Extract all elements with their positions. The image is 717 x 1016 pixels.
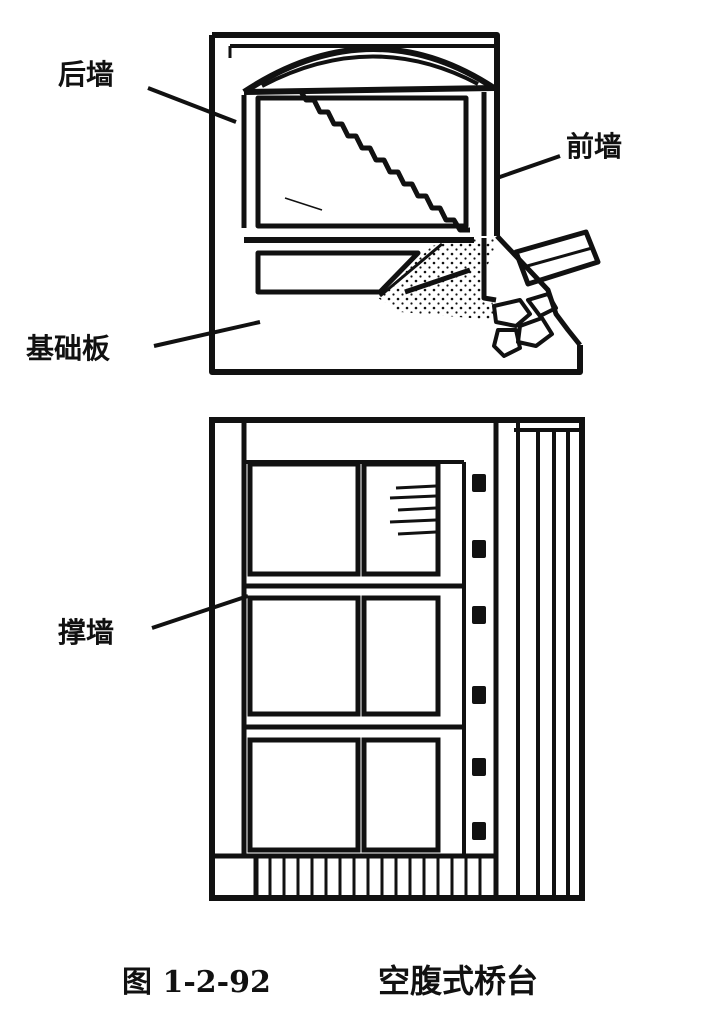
stepped-diagonal [297,88,470,233]
front-wall-leader [496,154,561,180]
riprap-stones [492,292,558,358]
figure-title: 空腹式桥台 [378,962,538,1000]
label-front-wall: 前墙 [566,130,622,163]
bottom-band-stripes [268,856,482,898]
foundation-leader [153,320,261,348]
rear-wall-leader [147,86,237,124]
chamber-mark [284,197,323,211]
plan-outline [209,417,585,901]
upper-chamber [255,95,469,229]
arch-cap-base [243,85,495,95]
anchor-blocks [472,474,486,840]
approach-slab [513,229,601,287]
label-foundation-slab: 基础板 [26,332,110,365]
lower-chamber [255,250,421,295]
plan-view [209,417,585,901]
soil-slope-line [379,242,443,298]
rebar-ticks [389,484,437,536]
label-buttress-wall: 撑墙 [58,616,114,649]
arch-cap-inner [261,54,479,88]
arch-cap [242,46,496,95]
label-rear-wall: 后墙 [58,58,114,91]
buttress-leader [151,594,249,630]
approach-slab-inner [519,246,593,270]
cell-grid [247,461,441,853]
front-slope [481,238,497,303]
toe-slope [495,234,582,347]
figure-number: 图 1-2-92 [122,965,271,1000]
leader-lines [147,86,561,630]
section-view [209,32,601,375]
fill-arrow [404,267,471,295]
